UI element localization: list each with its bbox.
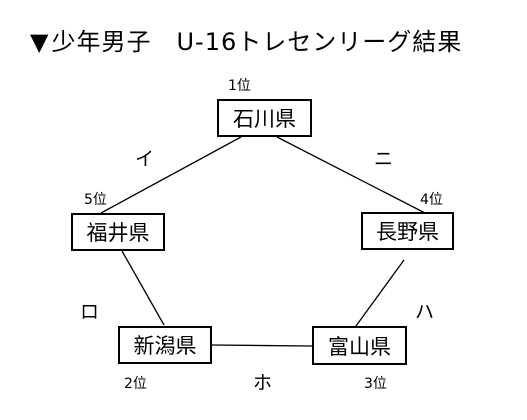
rank-ishikawa: 1位 bbox=[228, 78, 251, 94]
edge-label-ho: ホ bbox=[253, 372, 273, 394]
node-niigata-label: 新潟県 bbox=[133, 334, 197, 358]
edge-line-ishikawa-fukui bbox=[100, 136, 242, 214]
node-nagano-label: 長野県 bbox=[376, 220, 439, 244]
rank-nagano: 4位 bbox=[420, 192, 443, 208]
node-niigata: 新潟県 bbox=[118, 326, 212, 364]
node-fukui: 福井県 bbox=[71, 213, 165, 251]
edge-line-ishikawa-nagano bbox=[276, 136, 426, 214]
rank-fukui: 5位 bbox=[84, 192, 107, 208]
title-text: 少年男子 U-16トレセンリーグ結果 bbox=[51, 28, 463, 56]
edge-label-ro: ロ bbox=[80, 301, 100, 323]
node-ishikawa-label: 石川県 bbox=[233, 107, 296, 131]
rank-niigata: 2位 bbox=[124, 376, 147, 392]
triangle-marker-icon: ▼ bbox=[30, 28, 50, 56]
edge-label-i: イ bbox=[135, 148, 155, 170]
node-nagano: 長野県 bbox=[361, 212, 454, 250]
rank-toyama: 3位 bbox=[364, 376, 387, 392]
node-fukui-label: 福井県 bbox=[86, 221, 150, 245]
edge-line-niigata-toyama bbox=[211, 344, 313, 347]
edge-line-nagano-toyama bbox=[355, 259, 405, 327]
node-toyama: 富山県 bbox=[312, 326, 407, 365]
edge-label-ni: ニ bbox=[374, 148, 394, 170]
edge-line-fukui-niigata bbox=[121, 250, 165, 326]
edge-label-ha: ハ bbox=[415, 301, 435, 323]
diagram-title: ▼少年男子 U-16トレセンリーグ結果 bbox=[30, 22, 462, 57]
node-ishikawa: 石川県 bbox=[217, 99, 312, 137]
node-toyama-label: 富山県 bbox=[328, 334, 391, 359]
